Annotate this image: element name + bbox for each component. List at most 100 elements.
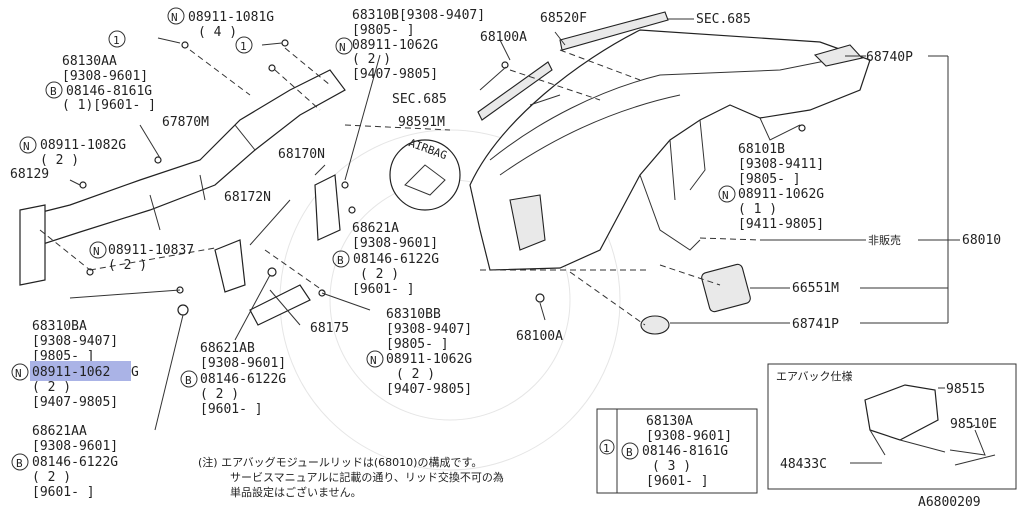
label-68010: 68010 bbox=[962, 233, 1001, 248]
svg-text:B: B bbox=[16, 457, 23, 470]
svg-text:N: N bbox=[23, 140, 30, 153]
svg-text:( 2 ): ( 2 ) bbox=[32, 470, 71, 485]
svg-text:1: 1 bbox=[240, 40, 247, 53]
svg-text:( 2 ): ( 2 ) bbox=[108, 258, 147, 273]
svg-text:08911-1062G: 08911-1062G bbox=[738, 187, 824, 202]
svg-text:08911-1062G: 08911-1062G bbox=[386, 352, 472, 367]
svg-text:( 2 ): ( 2 ) bbox=[352, 52, 391, 67]
svg-text:08911-10837: 08911-10837 bbox=[108, 243, 194, 258]
svg-text:48433C: 48433C bbox=[780, 457, 827, 472]
svg-text:68101B: 68101B bbox=[738, 142, 785, 157]
label-08911-1081G: N 08911-1081G ( 4 ) bbox=[167, 7, 274, 40]
note-text: (注) エアバッグモジュールリッドは(68010)の構成です。 サービスマニュア… bbox=[198, 455, 504, 499]
svg-text:N: N bbox=[93, 245, 100, 258]
marker-1-mid: 1 bbox=[235, 36, 253, 54]
label-08911-10837: N 08911-10837 ( 2 ) bbox=[89, 241, 194, 273]
label-08911-1062G-c: N 08911-1062G ( 2 ) [9407-9805] bbox=[366, 350, 472, 397]
bracket-68172N[interactable] bbox=[214, 239, 246, 293]
svg-text:[9411-9805]: [9411-9805] bbox=[738, 217, 824, 232]
svg-text:( 1)[9601- ]: ( 1)[9601- ] bbox=[62, 98, 156, 113]
svg-text:N: N bbox=[722, 189, 729, 202]
svg-text:08911-1062: 08911-1062 bbox=[32, 365, 110, 380]
svg-text:B: B bbox=[185, 374, 192, 387]
label-hihanbai: 非販売 bbox=[868, 234, 901, 247]
label-68172N: 68172N bbox=[224, 190, 271, 205]
svg-text:[9308-9407]: [9308-9407] bbox=[386, 322, 472, 337]
svg-text:[9601- ]: [9601- ] bbox=[32, 485, 95, 500]
label-08911-1062G-highlighted[interactable]: N 08911-1062 G ( 2 ) [9407-9805] bbox=[11, 361, 139, 410]
svg-text:68310B[9308-9407]: 68310B[9308-9407] bbox=[352, 8, 485, 23]
harness-98510E[interactable] bbox=[949, 429, 996, 466]
svg-text:1: 1 bbox=[603, 442, 610, 455]
svg-text:単品設定はございません。: 単品設定はございません。 bbox=[230, 485, 362, 499]
svg-text:[9308-9601]: [9308-9601] bbox=[62, 69, 148, 84]
svg-text:68130A: 68130A bbox=[646, 414, 693, 429]
airbag-badge-98591M[interactable]: AIRBAG bbox=[389, 136, 461, 211]
svg-text:08146-6122G: 08146-6122G bbox=[353, 252, 439, 267]
label-68621AA: 68621AA [9308-9601] B 08146-6122G ( 2 ) … bbox=[11, 424, 118, 500]
svg-text:( 2 ): ( 2 ) bbox=[40, 153, 79, 168]
bracket-68621AB[interactable] bbox=[249, 284, 311, 326]
svg-text:[9308-9601]: [9308-9601] bbox=[352, 236, 438, 251]
svg-text:( 4 ): ( 4 ) bbox=[198, 25, 237, 40]
vent-ring-68741P[interactable] bbox=[640, 315, 670, 335]
svg-text:68621A: 68621A bbox=[352, 221, 399, 236]
svg-text:08146-6122G: 08146-6122G bbox=[200, 372, 286, 387]
label-67870M: 67870M bbox=[162, 115, 209, 130]
svg-text:1: 1 bbox=[113, 34, 120, 47]
svg-text:98510E: 98510E bbox=[950, 417, 997, 432]
svg-text:[9805- ]: [9805- ] bbox=[738, 172, 801, 187]
label-68100A-top: 68100A bbox=[480, 30, 527, 45]
bracket-68170N[interactable] bbox=[314, 174, 341, 241]
label-sec685-mid: SEC.685 bbox=[392, 92, 447, 107]
label-66551M: 66551M bbox=[792, 281, 839, 296]
airbag-inset-panel: エアバック仕様 98515 98510E 48433C bbox=[767, 363, 1017, 490]
label-68175: 68175 bbox=[310, 321, 349, 336]
label-68170N: 68170N bbox=[278, 147, 325, 162]
defroster-strip-top[interactable] bbox=[559, 11, 669, 51]
label-68310B: 68310B[9308-9407] [9805- ] N 08911-1062G… bbox=[335, 8, 485, 82]
inset-title: エアバック仕様 bbox=[776, 369, 853, 383]
svg-text:N: N bbox=[15, 367, 22, 380]
svg-text:(注) エアバッグモジュールリッドは(68010)の構成です: (注) エアバッグモジュールリッドは(68010)の構成です。 bbox=[198, 455, 482, 469]
label-68621A: 68621A [9308-9601] B 08146-6122G ( 2 ) [… bbox=[332, 221, 439, 297]
svg-text:[9308-9411]: [9308-9411] bbox=[738, 157, 824, 172]
svg-text:68621AB: 68621AB bbox=[200, 341, 255, 356]
vent-66551M[interactable] bbox=[701, 263, 752, 313]
label-08911-1082G: N 08911-1082G ( 2 ) bbox=[19, 136, 126, 168]
side-vent-68740P[interactable] bbox=[813, 44, 864, 67]
svg-text:B: B bbox=[50, 85, 57, 98]
svg-text:[9601- ]: [9601- ] bbox=[646, 474, 709, 489]
label-68520F: 68520F bbox=[540, 11, 587, 26]
svg-text:( 2 ): ( 2 ) bbox=[396, 367, 435, 382]
label-68130AA: 68130AA [9308-9601] B 08146-8161G ( 1)[9… bbox=[45, 54, 156, 113]
defroster-strip-mid[interactable] bbox=[477, 61, 553, 121]
svg-text:( 3 ): ( 3 ) bbox=[652, 459, 691, 474]
svg-text:N: N bbox=[370, 354, 377, 367]
svg-text:サービスマニュアルに記載の通り、リッド交換不可の為: サービスマニュアルに記載の通り、リッド交換不可の為 bbox=[230, 470, 504, 484]
steering-member-67870M[interactable] bbox=[19, 69, 346, 286]
svg-text:G: G bbox=[131, 365, 139, 380]
label-sec685-top: SEC.685 bbox=[696, 12, 751, 27]
svg-text:( 1 ): ( 1 ) bbox=[738, 202, 777, 217]
svg-text:[9601- ]: [9601- ] bbox=[200, 402, 263, 417]
airbag-module-98515[interactable] bbox=[864, 384, 946, 456]
svg-text:08146-6122G: 08146-6122G bbox=[32, 455, 118, 470]
dashboard-panel[interactable] bbox=[469, 29, 871, 271]
svg-text:[9805- ]: [9805- ] bbox=[352, 23, 415, 38]
svg-text:[9308-9601]: [9308-9601] bbox=[646, 429, 732, 444]
svg-text:[9601- ]: [9601- ] bbox=[352, 282, 415, 297]
svg-text:( 2 ): ( 2 ) bbox=[360, 267, 399, 282]
reference-box-68130A: 1 68130A [9308-9601] B 08146-8161G ( 3 )… bbox=[596, 408, 758, 494]
svg-text:08911-1062G: 08911-1062G bbox=[352, 38, 438, 53]
dashed-guides bbox=[39, 47, 761, 326]
marker-1-top: 1 bbox=[108, 30, 126, 48]
label-68310BB: 68310BB [9308-9407] [9805- ] bbox=[386, 307, 472, 352]
svg-text:[9407-9805]: [9407-9805] bbox=[32, 395, 118, 410]
svg-text:N: N bbox=[339, 41, 346, 54]
leader-lines bbox=[69, 18, 960, 431]
svg-text:68621AA: 68621AA bbox=[32, 424, 87, 439]
svg-text:[9407-9805]: [9407-9805] bbox=[352, 67, 438, 82]
svg-text:[9308-9601]: [9308-9601] bbox=[32, 439, 118, 454]
